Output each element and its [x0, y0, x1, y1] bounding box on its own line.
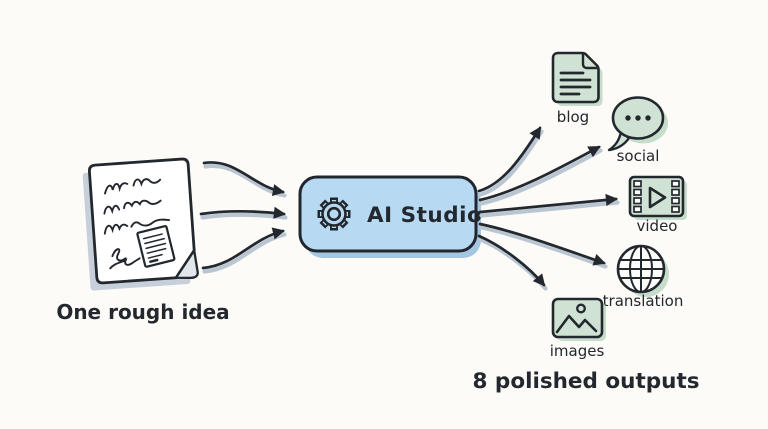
film-strip-icon [628, 175, 687, 220]
input-arrow-middle [199, 206, 287, 219]
output-label-images: images [550, 342, 605, 360]
output-label-blog: blog [557, 108, 589, 126]
output-arrow-translation [478, 222, 606, 266]
output-label-social: social [617, 147, 660, 165]
processor-box: AI Studio [298, 175, 482, 258]
mountains-shape [555, 314, 598, 334]
document-icon [551, 51, 603, 106]
note-scribble-text [103, 178, 170, 270]
sun-icon [576, 303, 586, 314]
picture-icon [551, 297, 606, 341]
speech-bubble-icon [607, 96, 668, 152]
input-arrow-bottom [201, 227, 285, 270]
note-folded-corner [174, 249, 199, 280]
globe-icon [616, 244, 669, 297]
output-label-translation: translation [603, 292, 684, 310]
note-paper [88, 157, 196, 285]
handwritten-note-icon [82, 157, 199, 291]
input-arrows [199, 161, 288, 274]
processor-label: AI Studio [367, 203, 482, 228]
box-body [298, 175, 478, 253]
output-label-video: video [637, 217, 678, 235]
outputs-caption: 8 polished outputs [472, 369, 699, 394]
play-icon [648, 186, 667, 209]
output-arrow-video [478, 193, 619, 214]
output-arrows [477, 126, 620, 291]
output-arrow-blog [477, 126, 542, 193]
input-caption: One rough idea [56, 300, 229, 324]
mini-note-icon [136, 225, 176, 268]
output-arrow-images [477, 234, 546, 287]
output-arrow-social [478, 145, 601, 202]
gear-icon [317, 197, 351, 231]
input-arrow-top [202, 161, 285, 197]
